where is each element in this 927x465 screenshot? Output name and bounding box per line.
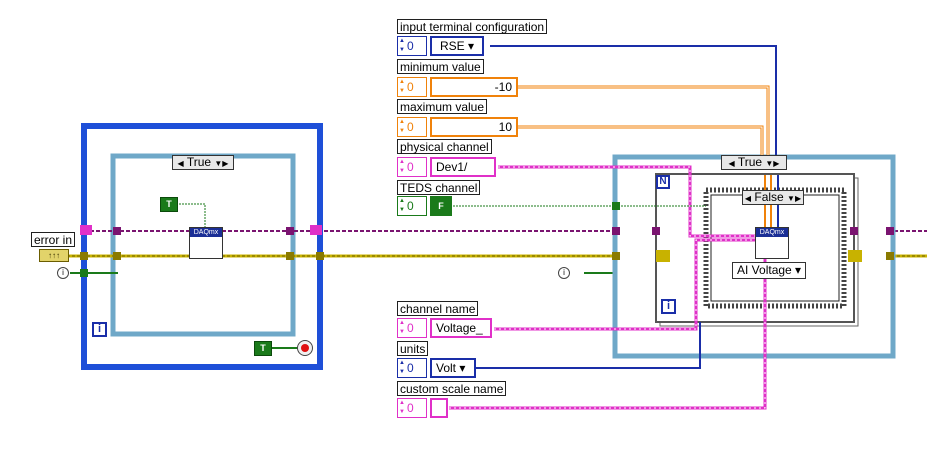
daqmx-vi-create-channel[interactable]: DAQmx [755, 227, 789, 259]
inner-case-selector-value: False [754, 190, 784, 204]
right-case-selector[interactable]: ◀ True ▼▶ [721, 155, 787, 170]
config-index[interactable]: 0 [397, 36, 427, 56]
max-value-field[interactable]: 10 [430, 117, 518, 137]
input-terminal-configuration-label: input terminal configuration [397, 19, 548, 34]
teds-boolean-field[interactable]: F [430, 196, 452, 216]
error-in-terminal[interactable]: ↑↑↑ [39, 249, 69, 262]
daqmx-vi-label-right: DAQmx [756, 228, 788, 237]
min-value-field[interactable]: -10 [430, 77, 518, 97]
for-loop-iteration-terminal: i [661, 299, 676, 314]
right-case-selector-value: True [737, 155, 763, 169]
units-control[interactable]: 0 Volt [397, 358, 477, 378]
physical-channel-field[interactable]: Dev1/ [430, 157, 496, 177]
stop-true-constant[interactable]: T [254, 341, 272, 356]
for-loop-count-terminal[interactable]: N [656, 175, 670, 189]
input-terminal-configuration-control[interactable]: 0 RSE [397, 36, 491, 56]
inner-case-selector[interactable]: ◀ False ▼▶ [742, 190, 804, 205]
minimum-value-control[interactable]: 0 -10 [397, 77, 519, 97]
daqmx-vi-left[interactable]: DAQmx [189, 227, 223, 259]
error-in-label: error in [31, 232, 76, 247]
teds-channel-control[interactable]: 0 F [397, 196, 455, 216]
minimum-value-label: minimum value [397, 59, 484, 74]
left-case-selector[interactable]: ◀ True ▼▶ [172, 155, 234, 170]
loop-iteration-terminal: i [92, 322, 107, 337]
channel-name-field[interactable]: Voltage_ [430, 318, 492, 338]
left-case-selector-value: True [186, 155, 212, 169]
stop-icon[interactable] [297, 340, 313, 356]
info-icon: i [57, 267, 69, 279]
physical-channel-index[interactable]: 0 [397, 157, 427, 177]
max-index[interactable]: 0 [397, 117, 427, 137]
custom-scale-name-label: custom scale name [397, 381, 507, 396]
min-wire[interactable] [518, 85, 770, 157]
physical-channel-control[interactable]: 0 Dev1/ [397, 157, 499, 177]
true-constant[interactable]: T [160, 197, 178, 212]
info-icon-right: i [558, 267, 570, 279]
units-label: units [397, 341, 429, 356]
units-wire[interactable] [476, 322, 701, 369]
physical-channel-label: physical channel [397, 139, 492, 154]
maximum-value-control[interactable]: 0 10 [397, 117, 519, 137]
max-wire[interactable] [518, 125, 764, 157]
teds-index[interactable]: 0 [397, 196, 427, 216]
custom-scale-name-control[interactable]: 0 [397, 398, 451, 418]
teds-channel-label: TEDS channel [397, 180, 481, 195]
config-wire[interactable] [490, 45, 777, 157]
maximum-value-label: maximum value [397, 99, 488, 114]
while-loop-frame[interactable] [81, 123, 323, 370]
polymorphic-selector-value: AI Voltage [737, 263, 792, 277]
channel-name-label: channel name [397, 301, 479, 316]
polymorphic-selector[interactable]: AI Voltage ▾ [732, 262, 807, 279]
config-ring[interactable]: RSE [430, 36, 484, 56]
custom-scale-field[interactable] [430, 398, 448, 418]
custom-scale-index[interactable]: 0 [397, 398, 427, 418]
daqmx-vi-label: DAQmx [190, 228, 222, 237]
units-index[interactable]: 0 [397, 358, 427, 378]
units-ring[interactable]: Volt [430, 358, 476, 378]
channel-name-index[interactable]: 0 [397, 318, 427, 338]
channel-name-control[interactable]: 0 Voltage_ [397, 318, 495, 338]
min-index[interactable]: 0 [397, 77, 427, 97]
